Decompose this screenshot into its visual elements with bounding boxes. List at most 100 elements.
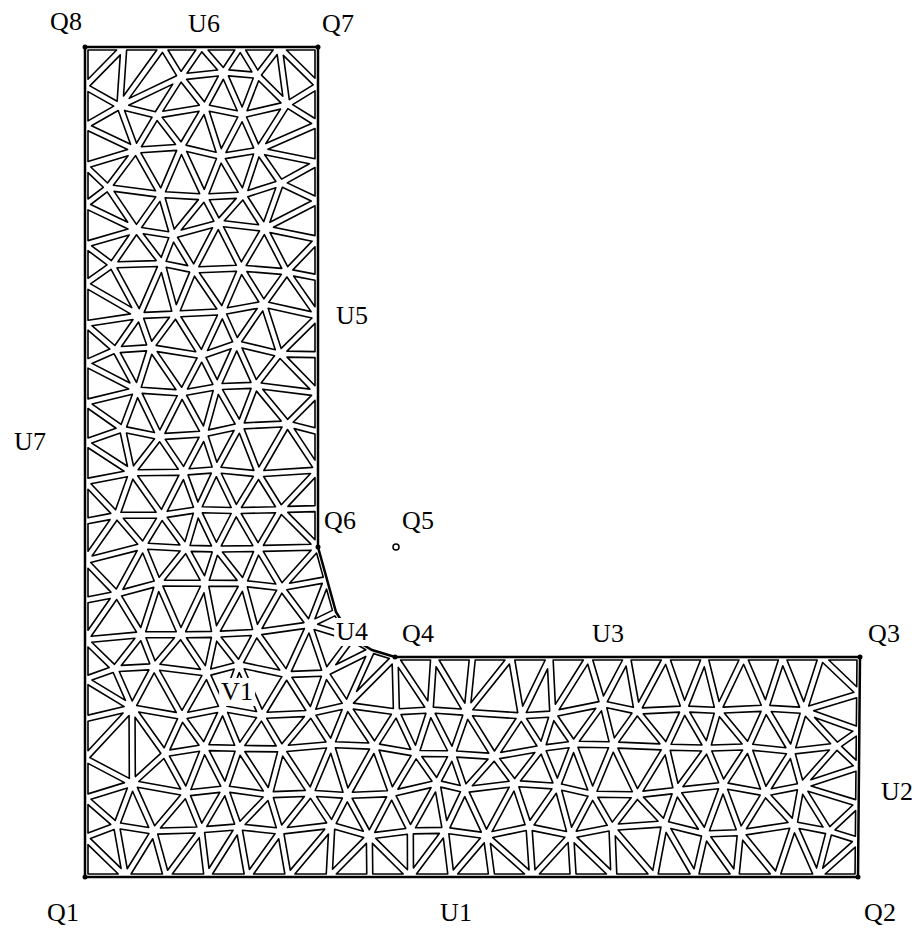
mesh-triangle	[244, 638, 280, 670]
mesh-triangle	[579, 711, 609, 742]
mesh-triangle	[242, 348, 275, 380]
mesh-triangle	[88, 763, 125, 793]
mesh-triangle	[225, 154, 253, 188]
mesh-triangle	[615, 836, 648, 874]
mesh-triangle	[228, 76, 253, 107]
mesh-triangle	[143, 234, 168, 258]
mesh-triangle	[353, 664, 393, 708]
mesh-triangle	[141, 150, 177, 187]
mesh-triangle	[191, 792, 220, 823]
mesh-triangle	[120, 829, 149, 869]
mesh-triangle	[336, 802, 363, 831]
mesh-triangle	[146, 638, 174, 661]
mesh-triangle	[88, 489, 111, 517]
mesh-triangle	[619, 716, 660, 744]
mesh-triangle	[190, 518, 211, 546]
mesh-triangle	[771, 759, 797, 789]
mesh-triangle	[597, 752, 632, 792]
mesh-triangle	[835, 811, 856, 837]
mesh-triangle	[658, 832, 690, 874]
mesh-triangle	[187, 390, 214, 425]
mesh-triangle	[242, 830, 275, 869]
boundary-label: Q7	[320, 10, 356, 38]
mesh-triangle	[781, 833, 813, 874]
mesh-triangle	[607, 666, 633, 707]
mesh-triangle	[450, 797, 481, 832]
boundary-label: Q5	[400, 507, 436, 535]
mesh-triangle	[142, 393, 177, 430]
mesh-triangle	[187, 76, 219, 102]
mesh-triangle	[88, 845, 118, 874]
mesh-triangle	[526, 669, 549, 713]
mesh-triangle	[188, 473, 211, 502]
mesh-triangle	[91, 156, 128, 183]
mesh-triangle	[88, 568, 111, 596]
mesh-triangle	[642, 664, 680, 707]
boundary-label: Q2	[862, 899, 898, 927]
mesh-triangle	[671, 715, 702, 745]
mesh-triangle	[433, 667, 461, 709]
mesh-triangle	[574, 843, 606, 874]
mesh-triangle	[165, 198, 198, 229]
mesh-triangle	[270, 187, 311, 222]
mesh-triangle	[501, 721, 537, 752]
mesh-triangle	[472, 761, 509, 785]
mesh-triangle	[162, 111, 199, 141]
boundary-label: U6	[186, 10, 222, 38]
mesh-triangle	[124, 50, 157, 96]
mesh-triangle	[315, 753, 343, 792]
boundary-label: U1	[438, 899, 474, 927]
mesh-triangle	[267, 717, 305, 744]
corner-point	[856, 875, 861, 880]
mesh-triangle	[539, 843, 570, 874]
mesh-triangle	[160, 670, 202, 710]
mesh-triangle	[723, 664, 761, 707]
mesh-triangle	[815, 717, 853, 742]
mesh-triangle	[166, 267, 189, 304]
mesh-triangle	[457, 719, 489, 753]
mesh-triangle	[270, 233, 312, 267]
mesh-triangle	[379, 718, 410, 749]
mesh-triangle	[88, 92, 114, 121]
mesh-triangle	[683, 754, 719, 786]
mesh-triangle	[88, 50, 117, 79]
mesh-triangle	[490, 843, 524, 874]
mesh-triangle	[286, 50, 315, 78]
mesh-triangle	[520, 754, 552, 783]
mesh-triangle	[209, 555, 237, 580]
mesh-triangle	[294, 276, 315, 307]
mesh-triangle	[121, 479, 156, 512]
mesh-triangle	[534, 793, 566, 831]
mesh-triangle	[618, 799, 658, 824]
mesh-triangle	[88, 713, 123, 751]
mesh-triangle	[88, 598, 110, 630]
mesh-triangle	[88, 805, 111, 834]
mesh-triangle	[138, 442, 178, 470]
boundary-label: Q1	[45, 899, 81, 927]
mesh-triangle	[168, 50, 196, 71]
mesh-triangle	[266, 109, 312, 144]
mesh-triangle	[248, 555, 276, 584]
mesh-triangle	[91, 192, 128, 222]
mesh-triangle	[246, 50, 273, 70]
boundary-label: U4	[334, 618, 370, 646]
boundary-label: V1	[219, 678, 255, 706]
mesh-triangle	[295, 834, 329, 874]
mesh-triangle	[643, 755, 673, 791]
mesh-triangle	[263, 389, 312, 419]
mesh-triangle	[375, 800, 406, 832]
mesh-triangle	[187, 151, 217, 189]
mesh-triangle	[160, 799, 196, 828]
mesh-triangle	[92, 354, 130, 383]
mesh-triangle	[222, 388, 251, 419]
mesh-triangle	[287, 357, 315, 386]
mesh-triangle	[209, 198, 236, 217]
boundary-label: Q6	[322, 507, 358, 535]
mesh-triangle	[265, 155, 310, 179]
mesh-triangle	[292, 676, 322, 706]
mesh-triangle	[244, 427, 282, 467]
corner-point	[316, 45, 321, 50]
mesh-triangle	[795, 750, 829, 780]
